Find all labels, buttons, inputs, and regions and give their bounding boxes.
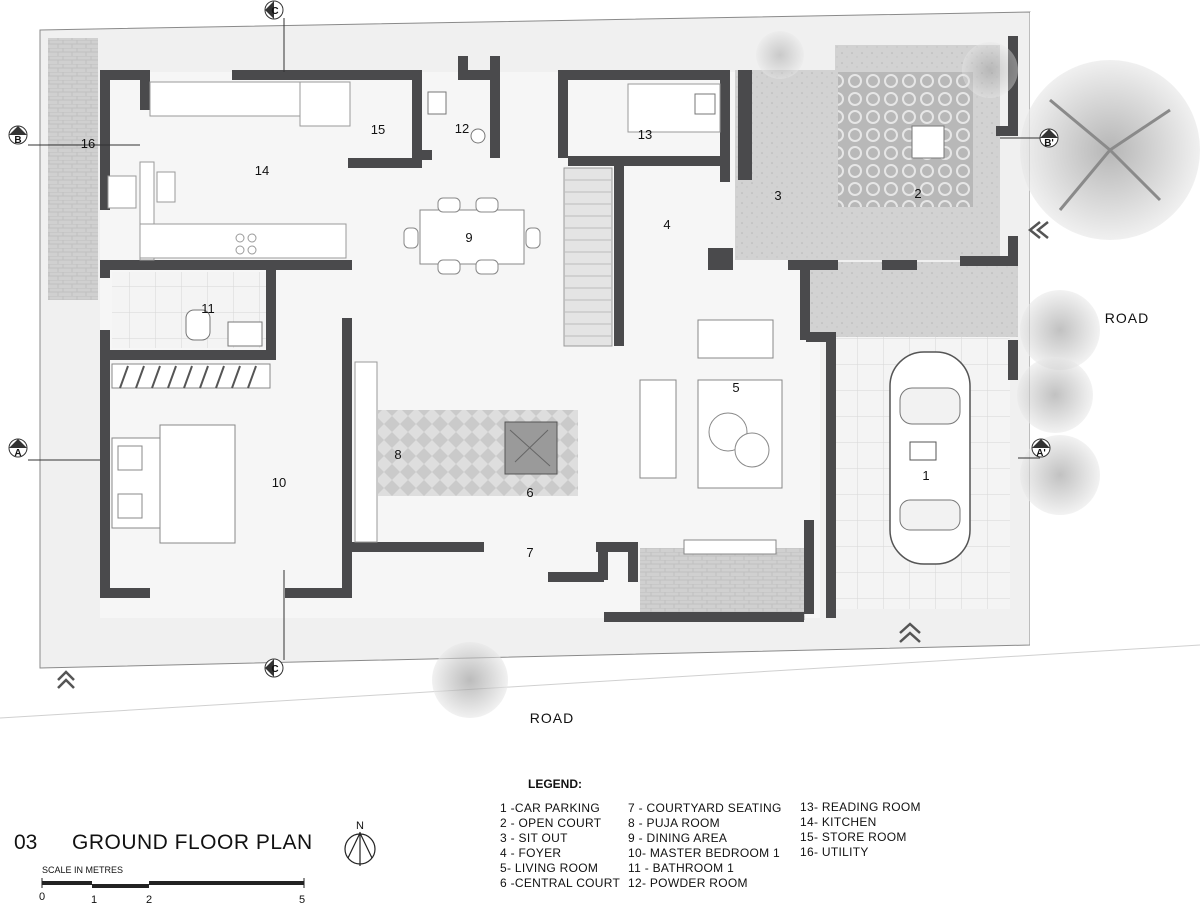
tree-icons bbox=[432, 31, 1200, 718]
drawing-title: GROUND FLOOR PLAN bbox=[72, 831, 313, 854]
legend-item: 7 - COURTYARD SEATING bbox=[628, 801, 782, 815]
tree-right-1-icon bbox=[1020, 290, 1100, 370]
room-labels: 1 2 3 4 5 6 7 8 9 10 11 12 13 14 15 16 bbox=[81, 121, 930, 560]
legend-item: 16- UTILITY bbox=[800, 845, 869, 859]
room-label-9: 9 bbox=[465, 230, 472, 245]
legend-item: 11 - BATHROOM 1 bbox=[628, 861, 734, 875]
room-label-6: 6 bbox=[526, 485, 533, 500]
legend-item: 10- MASTER BEDROOM 1 bbox=[628, 846, 780, 860]
legend-item: 15- STORE ROOM bbox=[800, 830, 907, 844]
room-label-16: 16 bbox=[81, 136, 95, 151]
master-bed bbox=[111, 424, 236, 544]
kitchen-counters bbox=[107, 81, 351, 261]
legend-item: 14- KITCHEN bbox=[800, 815, 877, 829]
room-label-13: 13 bbox=[638, 127, 652, 142]
road-strip-right bbox=[1030, 10, 1200, 906]
scale-tick-1: 1 bbox=[91, 894, 97, 906]
drawing-number: 03 bbox=[14, 831, 37, 854]
walls bbox=[100, 36, 1018, 622]
scale-bar bbox=[41, 878, 305, 888]
living-room-furniture bbox=[639, 319, 783, 555]
shrub-top-1-icon bbox=[756, 31, 804, 79]
road-label-right: ROAD bbox=[1105, 310, 1149, 326]
section-label-a-left: A bbox=[14, 448, 21, 459]
room-label-12: 12 bbox=[455, 121, 469, 136]
north-arrow-icon bbox=[344, 831, 376, 866]
section-label-c-bottom: C bbox=[271, 664, 278, 675]
car-icon bbox=[889, 351, 971, 565]
room-label-2: 2 bbox=[914, 186, 921, 201]
staircase bbox=[563, 167, 613, 347]
room-label-15: 15 bbox=[371, 122, 385, 137]
legend-heading: LEGEND: bbox=[528, 777, 582, 791]
legend-item: 13- READING ROOM bbox=[800, 800, 921, 814]
room-label-3: 3 bbox=[774, 188, 781, 203]
shrub-top-2-icon bbox=[962, 42, 1018, 98]
legend-item: 2 - OPEN COURT bbox=[500, 816, 602, 830]
legend-item: 8 - PUJA ROOM bbox=[628, 816, 720, 830]
courtyard-seating-paving bbox=[640, 548, 805, 620]
legend-item: 3 - SIT OUT bbox=[500, 831, 568, 845]
scale-tick-5: 5 bbox=[299, 894, 305, 906]
legend-list: 1 -CAR PARKING 2 - OPEN COURT 3 - SIT OU… bbox=[500, 800, 921, 890]
road-label-bottom: ROAD bbox=[530, 710, 574, 726]
room-label-10: 10 bbox=[272, 475, 286, 490]
entry-arrows bbox=[57, 221, 1049, 689]
section-label-b-left: B bbox=[14, 135, 21, 146]
tree-right-2-icon bbox=[1017, 357, 1093, 433]
utility-paving bbox=[48, 38, 98, 300]
scale-tick-0: 0 bbox=[39, 891, 45, 903]
section-label-a-right: A' bbox=[1036, 448, 1046, 459]
section-label-b-right: B' bbox=[1044, 138, 1054, 149]
legend-item: 1 -CAR PARKING bbox=[500, 801, 600, 815]
north-label: N bbox=[356, 820, 364, 832]
dining-table-set bbox=[403, 197, 541, 275]
room-label-5: 5 bbox=[732, 380, 739, 395]
legend-item: 6 -CENTRAL COURT bbox=[500, 876, 621, 890]
section-lines bbox=[28, 18, 1040, 660]
section-label-c-top: C bbox=[271, 6, 278, 17]
legend-item: 9 - DINING AREA bbox=[628, 831, 727, 845]
legend-item: 4 - FOYER bbox=[500, 846, 561, 860]
room-label-1: 1 bbox=[922, 468, 929, 483]
puja-shelf bbox=[354, 361, 378, 543]
scale-tick-2: 2 bbox=[146, 894, 152, 906]
legend-item: 5- LIVING ROOM bbox=[500, 861, 598, 875]
room-label-11: 11 bbox=[201, 301, 215, 316]
room-label-4: 4 bbox=[663, 217, 670, 232]
room-label-14: 14 bbox=[255, 163, 269, 178]
scale-label: SCALE IN METRES bbox=[42, 865, 123, 875]
tree-bottom-icon bbox=[432, 642, 508, 718]
entry-court-paving bbox=[810, 262, 1018, 337]
open-court-lattice bbox=[838, 72, 973, 207]
central-court-planter bbox=[504, 421, 558, 475]
room-label-8: 8 bbox=[394, 447, 401, 462]
room-label-7: 7 bbox=[526, 545, 533, 560]
legend-item: 12- POWDER ROOM bbox=[628, 876, 748, 890]
